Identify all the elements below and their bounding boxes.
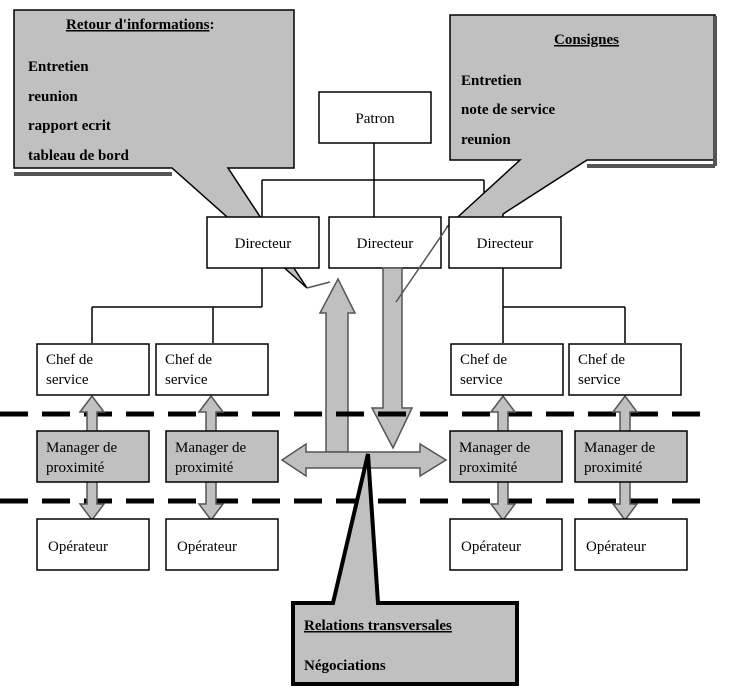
box-patron: Patron: [318, 91, 432, 144]
box-chef-service-1: Chef de service: [36, 343, 150, 396]
box-manager-line1: Manager de: [175, 440, 247, 456]
callout-relations-item: Négociations: [304, 658, 386, 674]
box-manager-line1: Manager de: [46, 440, 118, 456]
callout-consignes-item: note de service: [461, 102, 555, 118]
box-chef-line1: Chef de: [165, 352, 212, 368]
box-directeur-left: Directeur: [206, 216, 320, 269]
box-manager-2: Manager de proximité: [165, 430, 279, 483]
box-operateur-3: Opérateur: [449, 518, 563, 571]
box-manager-1: Manager de proximité: [36, 430, 150, 483]
box-directeur-label: Directeur: [357, 236, 414, 252]
arrow-up-feedback: [318, 277, 357, 453]
box-manager-line2: proximité: [584, 460, 643, 476]
box-chef-service-2: Chef de service: [155, 343, 269, 396]
box-manager-line1: Manager de: [459, 440, 531, 456]
box-chef-line1: Chef de: [46, 352, 93, 368]
box-manager-line2: proximité: [46, 460, 105, 476]
callout-retour-title-suffix: :: [209, 17, 214, 33]
box-chef-service-3: Chef de service: [450, 343, 564, 396]
box-chef-line2: service: [578, 372, 621, 388]
box-chef-service-4: Chef de service: [568, 343, 682, 396]
callout-retour-item: reunion: [28, 89, 78, 105]
box-directeur-right: Directeur: [448, 216, 562, 269]
box-directeur-label: Directeur: [477, 236, 534, 252]
callout-consignes-pointer: [395, 225, 449, 303]
arrow-down-instructions: [370, 267, 414, 450]
svg-text:Retour d'informations:: Retour d'informations:: [66, 17, 214, 33]
box-operateur-label: Opérateur: [586, 539, 646, 555]
box-manager-line2: proximité: [175, 460, 234, 476]
callout-relations-transversales: Relations transversales Négociations: [291, 453, 519, 686]
box-manager-line2: proximité: [459, 460, 518, 476]
dashed-separators: [0, 411, 708, 504]
box-chef-line1: Chef de: [578, 352, 625, 368]
box-operateur-label: Opérateur: [48, 539, 108, 555]
box-chef-line2: service: [46, 372, 89, 388]
box-directeur-label: Directeur: [235, 236, 292, 252]
org-connectors: [91, 143, 626, 343]
arrow-transversal: [280, 442, 448, 478]
callout-consignes-title: Consignes: [554, 32, 619, 48]
box-operateur-2: Opérateur: [165, 518, 279, 571]
box-manager-4: Manager de proximité: [574, 430, 688, 483]
callout-retour-pointer: [306, 281, 331, 289]
box-directeur-center: Directeur: [328, 216, 442, 269]
callout-consignes: Consignes Entretien note de service reun…: [445, 14, 717, 228]
box-patron-label: Patron: [355, 111, 395, 127]
box-operateur-label: Opérateur: [177, 539, 237, 555]
callout-retour-title: Retour d'informations: [66, 17, 210, 33]
callout-retour-item: rapport ecrit: [28, 118, 111, 134]
box-operateur-1: Opérateur: [36, 518, 150, 571]
callout-consignes-item: reunion: [461, 132, 511, 148]
box-chef-line1: Chef de: [460, 352, 507, 368]
callout-relations-title: Relations transversales: [304, 618, 452, 634]
box-chef-line2: service: [165, 372, 208, 388]
callout-retour-item: tableau de bord: [28, 148, 130, 164]
box-operateur-label: Opérateur: [461, 539, 521, 555]
box-manager-line1: Manager de: [584, 440, 656, 456]
callout-retour-item: Entretien: [28, 59, 89, 75]
box-manager-3: Manager de proximité: [449, 430, 563, 483]
callout-consignes-item: Entretien: [461, 73, 522, 89]
box-chef-line2: service: [460, 372, 503, 388]
box-operateur-4: Opérateur: [574, 518, 688, 571]
